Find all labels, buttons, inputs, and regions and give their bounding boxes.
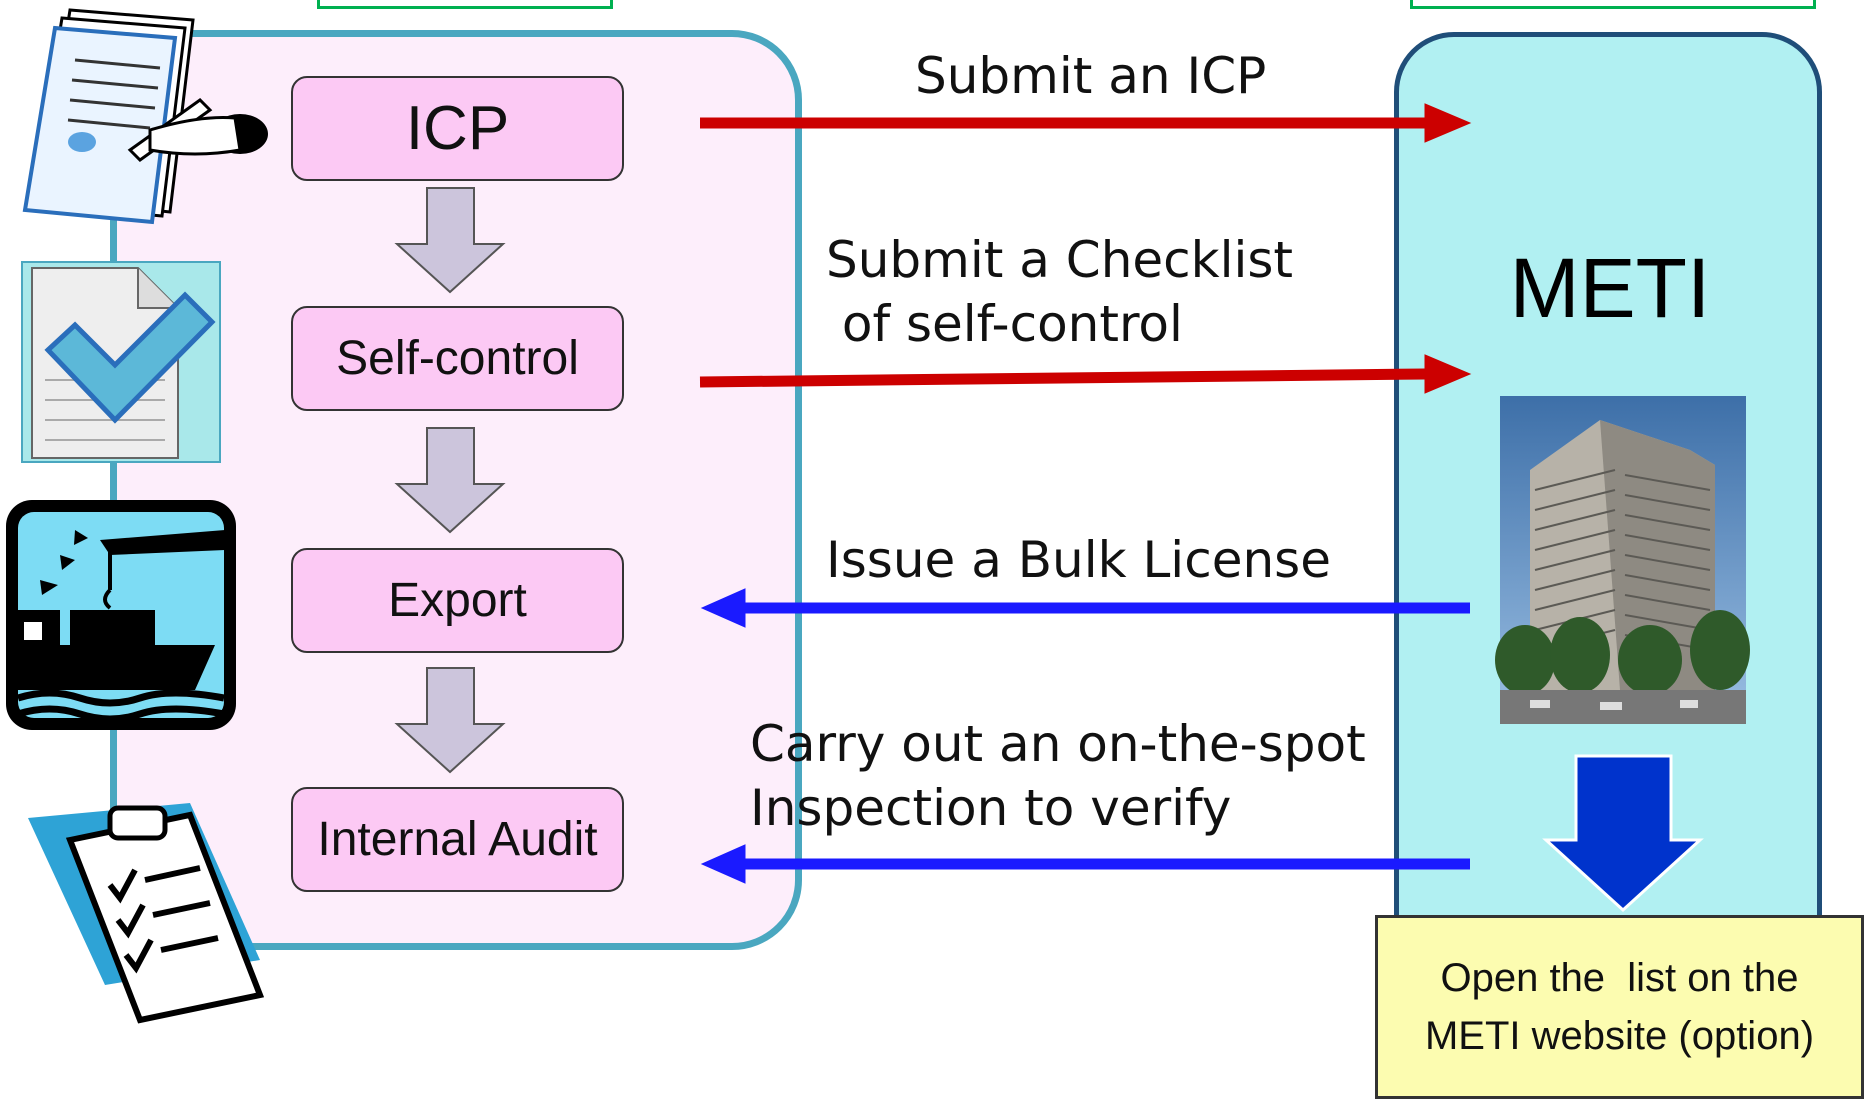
cargo-ship-crane-icon (6, 500, 236, 730)
label-inspection: Carry out an on-the-spot Inspection to v… (750, 715, 1366, 837)
authority-title: METI (1509, 241, 1711, 335)
meti-building-photo (1495, 396, 1750, 724)
clipboard-checklist-icon (28, 803, 265, 1024)
flow-arrow-2 (394, 427, 506, 534)
label-issue-license: Issue a Bulk License (826, 531, 1331, 589)
arrow-inspection (700, 844, 1470, 884)
header-tab-left (317, 0, 613, 9)
step-internal-audit: Internal Audit (291, 787, 624, 892)
document-signing-icon (22, 8, 268, 225)
flow-arrow-1 (394, 187, 506, 294)
header-tab-right (1410, 0, 1816, 9)
flow-arrow-3 (394, 667, 506, 774)
arrow-issue-license (700, 588, 1470, 628)
down-arrow-icon (1542, 754, 1704, 913)
checklist-document-icon (21, 261, 221, 463)
step-export: Export (291, 548, 624, 653)
step-icp: ICP (291, 76, 624, 181)
label-submit-checklist: Submit a Checklist of self-control (826, 231, 1294, 353)
website-note: Open the list on the METI website (optio… (1375, 915, 1864, 1099)
label-submit-icp: Submit an ICP (915, 47, 1267, 105)
arrow-submit-checklist (699, 354, 1472, 394)
arrow-submit-icp (700, 103, 1472, 143)
step-self-control: Self-control (291, 306, 624, 411)
